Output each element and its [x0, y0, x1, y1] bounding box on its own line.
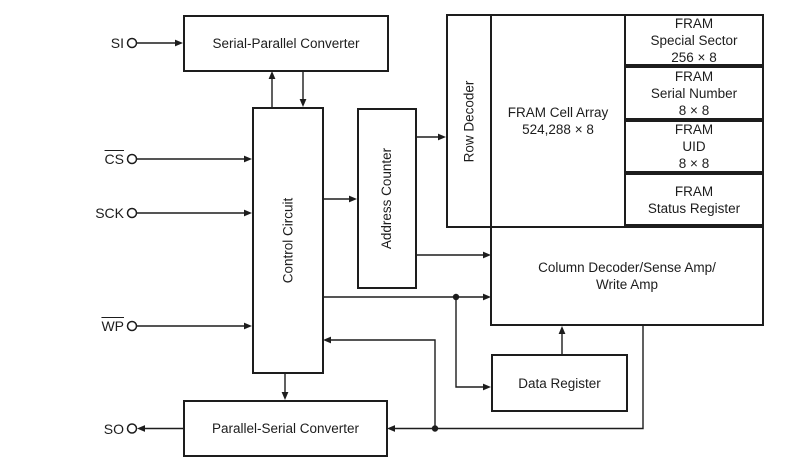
- column-decoder-label-line2: Write Amp: [595, 277, 658, 292]
- wire-serial-parallel-to-control: [299, 72, 307, 107]
- control-circuit-label: Control Circuit: [280, 197, 296, 284]
- wire-control-to-column-decoder: [324, 293, 491, 301]
- pin-so-text: SO: [103, 421, 124, 437]
- wire-si-to-serial-parallel: [137, 39, 183, 47]
- wire-address-counter-to-column-decoder: [417, 251, 491, 259]
- fram-uid-line1: FRAM: [674, 122, 714, 137]
- wire-segment: [330, 339, 436, 429]
- control-circuit-block: Control Circuit: [252, 107, 324, 374]
- arrowhead-right: [244, 209, 252, 217]
- wire-address-counter-to-row-decoder: [417, 133, 446, 141]
- pin-cs-terminal: [126, 153, 138, 165]
- fram-serial-number-line1: FRAM: [674, 68, 714, 84]
- wire-branch-to-control: [323, 336, 436, 429]
- arrowhead-up: [558, 326, 566, 334]
- arrowhead-right: [483, 251, 491, 259]
- arrowhead-right: [483, 383, 491, 391]
- fram-special-sector-line1: FRAM: [674, 15, 714, 31]
- pin-sck-label: SCK: [64, 204, 124, 222]
- row-decoder-label: Row Decoder: [461, 80, 477, 162]
- pin-so-label: SO: [64, 420, 124, 438]
- arrowhead-left: [323, 336, 331, 344]
- wire-control-to-parallel-serial: [281, 374, 289, 400]
- row-decoder-block: Row Decoder: [446, 14, 492, 228]
- parallel-serial-converter-label: Parallel-Serial Converter: [211, 421, 360, 436]
- fram-special-sector-line2: Special Sector: [650, 32, 738, 48]
- column-decoder-block: Column Decoder/Sense Amp/ Write Amp: [490, 226, 764, 326]
- wire-control-to-serial-parallel: [268, 71, 276, 107]
- data-register-block: Data Register: [491, 354, 628, 412]
- serial-parallel-converter-label: Serial-Parallel Converter: [212, 36, 360, 51]
- fram-uid-block: FRAM UID 8 × 8: [624, 120, 764, 173]
- pin-wp-label: WP: [64, 317, 124, 335]
- fram-cell-array-label-line2: 524,288 × 8: [522, 122, 594, 137]
- wire-branch-to-data-register: [455, 297, 491, 391]
- data-register-label: Data Register: [518, 375, 601, 391]
- wire-parallel-serial-to-so: [137, 425, 183, 432]
- fram-special-sector-line3: 256 × 8: [671, 49, 717, 65]
- wire-wp-to-control: [137, 322, 252, 330]
- arrowhead-left: [137, 425, 145, 432]
- arrowhead-down: [281, 392, 289, 400]
- pin-so-terminal: [126, 423, 138, 434]
- fram-status-register-line1: FRAM: [674, 183, 714, 199]
- pin-cs-text: CS: [104, 151, 124, 167]
- wire-control-to-address-counter: [324, 195, 357, 203]
- wire-cs-to-control: [137, 155, 252, 163]
- fram-cell-array-block: FRAM Cell Array 524,288 × 8: [490, 14, 626, 228]
- parallel-serial-converter-block: Parallel-Serial Converter: [183, 400, 388, 457]
- pin-sck-terminal: [126, 207, 138, 219]
- fram-serial-number-block: FRAM Serial Number 8 × 8: [624, 66, 764, 120]
- fram-uid-line2: UID: [682, 139, 706, 154]
- column-decoder-label-line1: Column Decoder/Sense Amp/: [538, 260, 716, 275]
- pin-cs-label: CS: [64, 150, 124, 168]
- pin-si-text: SI: [110, 35, 124, 51]
- fram-status-register-block: FRAM Status Register: [624, 173, 764, 226]
- fram-serial-number-line3: 8 × 8: [678, 102, 710, 118]
- arrowhead-right: [349, 195, 357, 203]
- wire-sck-to-control: [137, 209, 252, 217]
- pin-wp-terminal: [126, 320, 138, 332]
- pin-sck-text: SCK: [95, 205, 124, 221]
- arrowhead-right: [438, 133, 446, 141]
- arrowhead-right: [175, 39, 183, 47]
- fram-uid-line3: 8 × 8: [678, 156, 710, 171]
- address-counter-block: Address Counter: [357, 108, 417, 289]
- pin-si-terminal: [126, 37, 138, 49]
- fram-special-sector-block: FRAM Special Sector 256 × 8: [624, 14, 764, 66]
- wire-segment: [394, 326, 644, 430]
- serial-parallel-converter-block: Serial-Parallel Converter: [183, 15, 389, 72]
- arrowhead-right: [483, 293, 491, 301]
- arrowhead-right: [244, 322, 252, 330]
- arrowhead-right: [244, 155, 252, 163]
- fram-serial-number-line2: Serial Number: [650, 85, 738, 101]
- fram-cell-array-label-line1: FRAM Cell Array: [507, 105, 609, 120]
- address-counter-label: Address Counter: [379, 147, 395, 250]
- fram-status-register-line2: Status Register: [647, 200, 741, 216]
- pin-si-label: SI: [64, 34, 124, 52]
- pin-wp-text: WP: [101, 318, 124, 334]
- arrowhead-left: [387, 425, 395, 432]
- wire-segment: [455, 297, 484, 388]
- arrowhead-up: [268, 71, 276, 79]
- arrowhead-down: [299, 99, 307, 107]
- wire-data-register-to-column-decoder: [558, 326, 566, 354]
